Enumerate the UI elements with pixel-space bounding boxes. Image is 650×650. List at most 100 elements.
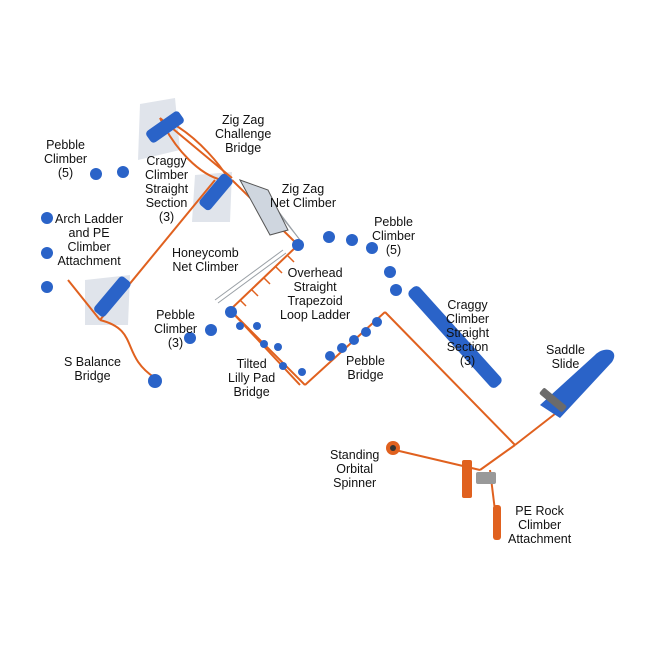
pebble [184, 332, 196, 344]
label-line: Bridge [347, 368, 384, 382]
label-line: Section [446, 340, 489, 354]
label-line: Honeycomb [172, 246, 239, 260]
label-line: Straight [446, 326, 490, 340]
beam-overhead [229, 244, 299, 311]
craggy-block-left [94, 276, 131, 317]
rung [239, 299, 247, 307]
label-line: Lilly Pad [228, 371, 276, 385]
label-line: Spinner [333, 476, 377, 490]
saddle-slide [539, 349, 615, 418]
zigzag-challenge-1 [174, 124, 229, 179]
craggy-block-right [408, 286, 502, 388]
beam-spinner-connector [479, 444, 516, 471]
pebble [117, 166, 129, 178]
label-line: (3) [459, 354, 476, 368]
label-line: Climber [518, 518, 562, 532]
pebble [205, 324, 217, 336]
label-line: Zig Zag [281, 182, 325, 196]
label-line: (3) [158, 210, 175, 224]
lilly-pad [274, 343, 282, 351]
label-line: Climber [44, 152, 88, 166]
label-line: and PE [68, 226, 110, 240]
pebble [346, 234, 358, 246]
label-line: Climber [154, 322, 198, 336]
label-line: Climber [67, 240, 111, 254]
label-line: (3) [167, 336, 184, 350]
lilly-pad [236, 322, 244, 330]
label-line: Saddle [546, 343, 585, 357]
label-line: Overhead [287, 266, 343, 280]
pebble [41, 281, 53, 293]
lilly-pad [253, 322, 261, 330]
pebble-bridge-stone [337, 343, 347, 353]
label-line: Straight [145, 182, 189, 196]
pebble [90, 168, 102, 180]
zigzag-net-climber [238, 179, 289, 236]
steel-line [214, 249, 284, 301]
beam-arch-left [67, 279, 101, 321]
label-line: Climber [372, 229, 416, 243]
label-line: Climber [145, 168, 189, 182]
ladder-rungs [239, 255, 295, 307]
pebble [384, 266, 396, 278]
label-line: PE Rock [515, 504, 564, 518]
steel-line [217, 252, 287, 304]
label-line: Attachment [57, 254, 121, 268]
label-line: Challenge [215, 127, 272, 141]
label-line: (5) [385, 243, 402, 257]
label-line: Orbital [336, 462, 374, 476]
pebble [390, 284, 402, 296]
pebble-bridge-stone [372, 317, 382, 327]
rung [287, 255, 295, 263]
label-line: Net Climber [172, 260, 239, 274]
label-line: Zig Zag [221, 113, 265, 127]
label-line: Loop Ladder [280, 308, 351, 322]
pebble [41, 247, 53, 259]
net-climber-post [292, 239, 304, 251]
label-line: Standing [330, 448, 380, 462]
craggy-block-mid [199, 173, 233, 211]
craggy-block-top [146, 111, 184, 143]
label-line: Climber [446, 312, 490, 326]
lilly-pad [279, 362, 287, 370]
rock-climber-body [493, 505, 501, 540]
label-line: Section [145, 196, 188, 210]
spinner-frame [462, 460, 472, 498]
orbital-spinner [386, 441, 496, 498]
label-line: (5) [57, 166, 74, 180]
s-balance-post [148, 374, 162, 388]
pebble-bridge-stone [325, 351, 335, 361]
pebble [323, 231, 335, 243]
lilly-pad [298, 368, 306, 376]
beam-to-slide [514, 409, 561, 446]
label-line: Tilted [236, 357, 267, 371]
spinner-base [476, 472, 496, 484]
pebble [41, 212, 53, 224]
craggy-sections [94, 111, 502, 388]
s-balance-bridge-path [99, 319, 156, 379]
rung [275, 266, 283, 274]
label-line: Bridge [225, 141, 262, 155]
label-line: Arch Ladder [55, 212, 124, 226]
rung [263, 277, 271, 285]
label-line: Pebble [156, 308, 195, 322]
pebbles [41, 166, 402, 388]
spinner-core [390, 445, 396, 451]
label-line: Attachment [508, 532, 572, 546]
